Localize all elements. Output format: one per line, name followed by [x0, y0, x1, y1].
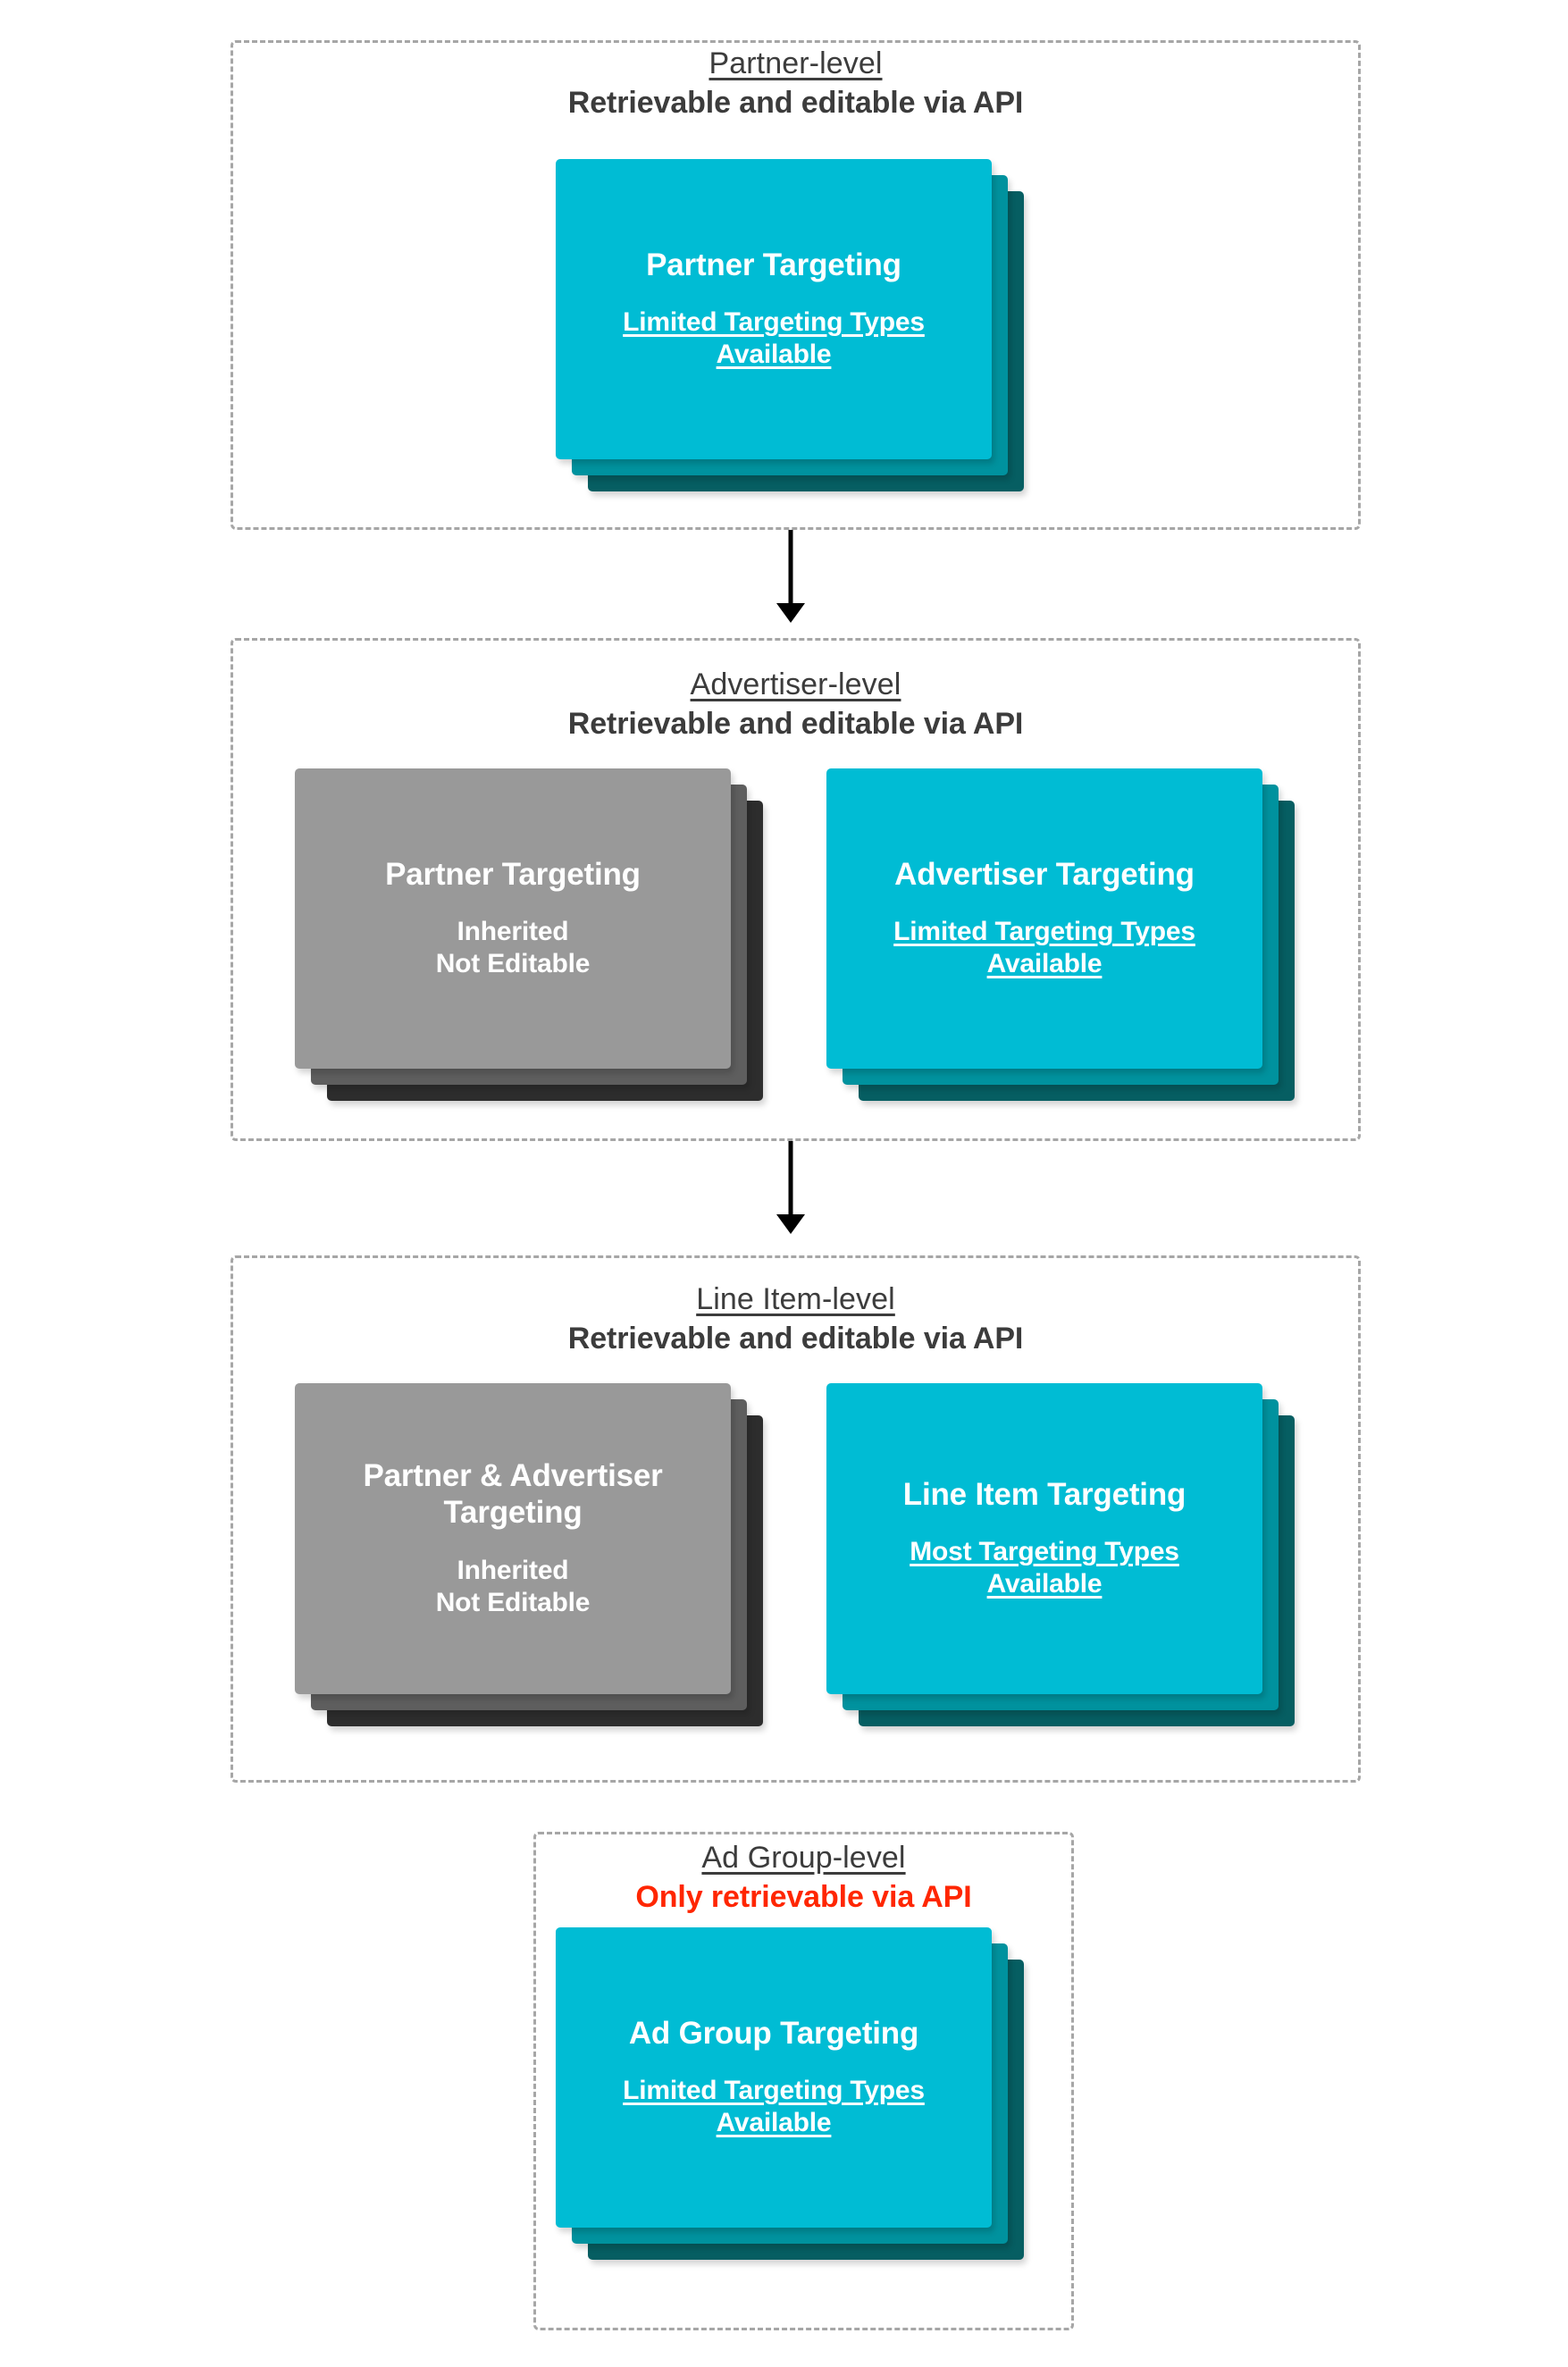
- card-stack-advertiser-targeting: Advertiser Targeting Limited Targeting T…: [826, 768, 1309, 1106]
- arrow-advertiser-to-line-item: [764, 1141, 818, 1234]
- card-title: Ad Group Targeting: [628, 2015, 919, 2051]
- level-box-advertiser: [231, 638, 1361, 1141]
- card-note: Inherited Not Editable: [435, 1555, 591, 1617]
- level-title-advertiser: Advertiser-level: [690, 667, 901, 701]
- arrow-head: [776, 1214, 805, 1234]
- level-box-ad-group: [533, 1832, 1074, 2330]
- card-note: Most Targeting Types Available: [910, 1537, 1179, 1599]
- card-stack-partner-targeting-inherited: Partner Targeting Inherited Not Editable: [295, 768, 777, 1106]
- card-partner-targeting[interactable]: Partner Targeting Limited Targeting Type…: [556, 159, 992, 459]
- card-stack-ad-group-targeting: Ad Group Targeting Limited Targeting Typ…: [556, 1927, 1038, 2274]
- arrow-partner-to-advertiser: [764, 530, 818, 623]
- level-box-partner: [231, 40, 1361, 530]
- card-ad-group-targeting[interactable]: Ad Group Targeting Limited Targeting Typ…: [556, 1927, 992, 2228]
- card-title: Partner & Advertiser Targeting: [363, 1458, 663, 1530]
- card-title: Line Item Targeting: [902, 1476, 1186, 1512]
- arrow-shaft: [788, 1141, 793, 1218]
- level-subtitle-advertiser: Retrievable and editable via API: [567, 707, 1024, 742]
- level-heading-ad-group: Ad Group-level Only retrievable via API: [533, 1841, 1074, 1914]
- card-note: Limited Targeting Types Available: [623, 2076, 925, 2138]
- card-line-item-targeting[interactable]: Line Item Targeting Most Targeting Types…: [826, 1383, 1262, 1694]
- arrow-shaft: [788, 530, 793, 607]
- card-title: Partner Targeting: [385, 856, 641, 892]
- level-subtitle-ad-group: Only retrievable via API: [635, 1880, 972, 1915]
- card-title: Partner Targeting: [646, 247, 901, 282]
- card-note: Inherited Not Editable: [435, 917, 591, 979]
- level-heading-partner: Partner-level Retrievable and editable v…: [231, 46, 1361, 120]
- card-advertiser-targeting[interactable]: Advertiser Targeting Limited Targeting T…: [826, 768, 1262, 1069]
- level-heading-line-item: Line Item-level Retrievable and editable…: [231, 1282, 1361, 1356]
- card-stack-partner-advertiser-inherited: Partner & Advertiser Targeting Inherited…: [295, 1383, 777, 1741]
- level-title-partner: Partner-level: [709, 46, 883, 80]
- level-title-line-item: Line Item-level: [696, 1282, 895, 1316]
- card-partner-advertiser-targeting-inherited[interactable]: Partner & Advertiser Targeting Inherited…: [295, 1383, 731, 1694]
- card-note: Limited Targeting Types Available: [893, 917, 1195, 979]
- level-subtitle-line-item: Retrievable and editable via API: [567, 1322, 1024, 1356]
- level-subtitle-partner: Retrievable and editable via API: [567, 86, 1024, 121]
- level-title-ad-group: Ad Group-level: [701, 1841, 906, 1875]
- level-heading-advertiser: Advertiser-level Retrievable and editabl…: [231, 667, 1361, 741]
- card-note: Limited Targeting Types Available: [623, 307, 925, 370]
- card-title: Advertiser Targeting: [894, 856, 1195, 892]
- level-box-line-item: [231, 1255, 1361, 1783]
- card-stack-partner-targeting: Partner Targeting Limited Targeting Type…: [556, 159, 1038, 497]
- card-partner-targeting-inherited[interactable]: Partner Targeting Inherited Not Editable: [295, 768, 731, 1069]
- arrow-head: [776, 603, 805, 623]
- card-stack-line-item-targeting: Line Item Targeting Most Targeting Types…: [826, 1383, 1309, 1741]
